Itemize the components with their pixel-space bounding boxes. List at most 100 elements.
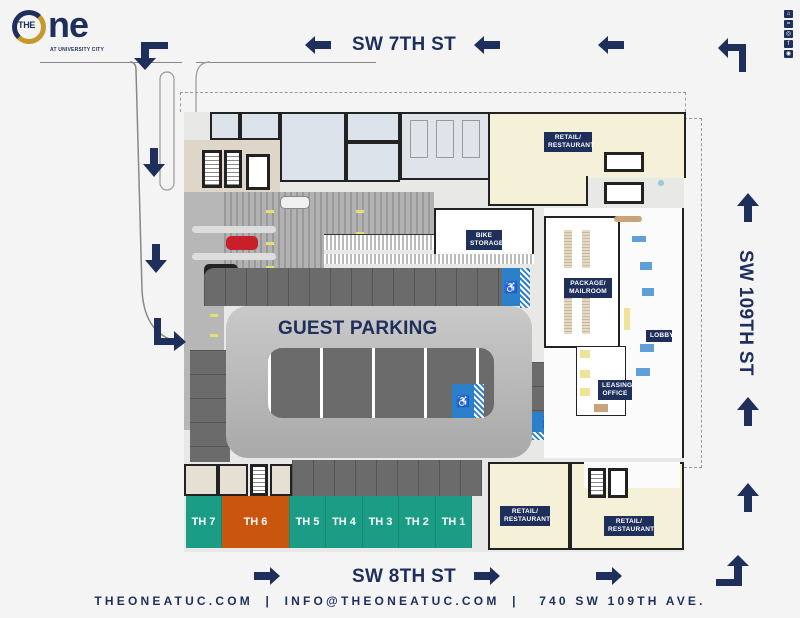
- street-north-label: SW 7TH ST: [352, 34, 457, 55]
- arrow-right-icon: [596, 567, 622, 585]
- ada-hatch: [474, 384, 484, 418]
- arrow-left-icon: [474, 36, 500, 54]
- lobby-furniture: [642, 288, 654, 296]
- retail-sw-label: RETAIL/ RESTAURANT: [500, 506, 550, 526]
- street-east-label: SW 109TH ST: [735, 250, 756, 376]
- arrow-left-icon: [305, 36, 331, 54]
- drive-path-line: [122, 62, 182, 344]
- storage-bay: [410, 120, 428, 158]
- office-table: [594, 404, 608, 412]
- building-site: BIKE STORAGE ♿ GUEST PARKING ♿ ♿ TH 7 TH…: [184, 112, 686, 552]
- office-desk: [580, 370, 590, 378]
- utility-room: [210, 112, 240, 140]
- arrow-right-icon: [474, 567, 500, 585]
- townhome-th6[interactable]: TH 6: [222, 496, 290, 548]
- lane-marker: [210, 334, 218, 337]
- property-boundary: [180, 92, 686, 112]
- arrow-turn-up-icon: [716, 555, 749, 586]
- bike-racks: [324, 234, 434, 250]
- lobby-furniture: [654, 176, 668, 190]
- conference-table: [614, 216, 642, 222]
- townhome-row: TH 7 TH 6 TH 5 TH 4 TH 3 TH 2 TH 1: [186, 496, 472, 548]
- townhome-th4[interactable]: TH 4: [326, 496, 363, 548]
- package-shelves: [582, 296, 590, 334]
- package-mailroom-label: PACKAGE/ MAILROOM: [564, 278, 612, 298]
- arrow-turn-left-icon: [718, 38, 746, 72]
- retail-se-label: RETAIL/ RESTAURANT: [604, 516, 654, 536]
- footer-contact: THEONEATUC.COM | INFO@THEONEATUC.COM | 7…: [0, 594, 800, 608]
- stairwell: [202, 150, 222, 188]
- footer-separator: |: [512, 594, 519, 608]
- townhome-th1[interactable]: TH 1: [436, 496, 472, 548]
- elevator-bank: [604, 152, 644, 172]
- utility-room: [346, 112, 400, 142]
- arrow-turn-down-icon: [134, 42, 168, 70]
- ada-hatch: [520, 268, 530, 308]
- lane-marker: [356, 232, 364, 235]
- car-white: [280, 196, 310, 209]
- footer-email[interactable]: INFO@THEONEATUC.COM: [284, 594, 500, 608]
- townhome-th5[interactable]: TH 5: [290, 496, 326, 548]
- property-boundary-east: [684, 118, 702, 468]
- logo-subtitle: AT UNIVERSITY CITY: [50, 47, 104, 53]
- drive-path-line: [40, 62, 136, 63]
- brand-logo: THE ne AT UNIVERSITY CITY: [12, 4, 132, 56]
- footer-website[interactable]: THEONEATUC.COM: [94, 594, 253, 608]
- camera-icon[interactable]: ◉: [784, 50, 793, 58]
- logo-prefix: THE: [18, 20, 36, 30]
- stairwell: [224, 150, 242, 188]
- home-icon[interactable]: ⌂: [784, 10, 793, 18]
- office-desk: [580, 350, 590, 358]
- lobby-furniture: [640, 344, 654, 352]
- stairwell: [588, 468, 606, 498]
- parking-row-north: [204, 268, 504, 306]
- lobby-furniture: [624, 308, 630, 330]
- logo-ring: [12, 10, 46, 44]
- stairwell: [250, 464, 268, 496]
- parking-column-west: [190, 350, 230, 462]
- site-boundary-curve: [195, 61, 211, 120]
- storage-bay: [462, 120, 480, 158]
- bike-racks: [324, 254, 534, 264]
- arrow-up-icon: [737, 193, 759, 222]
- elevator: [246, 154, 270, 190]
- facebook-icon[interactable]: f: [784, 40, 793, 48]
- car-red: [226, 236, 258, 250]
- guest-parking-label: GUEST PARKING: [278, 318, 438, 339]
- retail-ne-lower: [488, 176, 588, 206]
- townhome-th7[interactable]: TH 7: [186, 496, 222, 548]
- lobby-furniture: [636, 368, 650, 376]
- site-boundary-line: [196, 62, 376, 63]
- instagram-icon[interactable]: ◎: [784, 30, 793, 38]
- arrow-down-icon: [143, 148, 165, 177]
- arrow-up-icon: [737, 397, 759, 426]
- townhome-th3[interactable]: TH 3: [363, 496, 399, 548]
- lane-marker: [266, 242, 274, 245]
- equal-housing-icon[interactable]: =: [784, 20, 793, 28]
- townhome-th2[interactable]: TH 2: [399, 496, 436, 548]
- ada-stall: ♿: [452, 384, 474, 418]
- utility-room: [280, 112, 346, 182]
- logo-main: ne: [48, 4, 89, 45]
- lobby-label: LOBBY: [646, 330, 674, 342]
- package-shelves: [582, 230, 590, 268]
- driveway-divider: [192, 253, 276, 260]
- social-icons: ⌂ = ◎ f ◉: [784, 10, 794, 58]
- arrow-up-icon: [737, 483, 759, 512]
- leasing-office-label: LEASING OFFICE: [598, 380, 632, 400]
- ada-stall: ♿: [502, 268, 520, 306]
- elevator-bank: [604, 182, 644, 204]
- package-shelves: [564, 230, 572, 268]
- bike-storage-label: BIKE STORAGE: [466, 230, 503, 250]
- service-room: [218, 464, 248, 496]
- service-room: [270, 464, 292, 496]
- service-room: [184, 464, 218, 496]
- arrow-turn-right-icon: [154, 318, 186, 351]
- lobby-furniture: [632, 236, 646, 242]
- lane-marker: [210, 314, 218, 317]
- footer-separator: |: [265, 594, 273, 608]
- street-south-label: SW 8TH ST: [352, 566, 457, 587]
- lane-marker: [356, 210, 364, 213]
- arrow-right-icon: [254, 567, 280, 585]
- lane-marker: [266, 266, 274, 269]
